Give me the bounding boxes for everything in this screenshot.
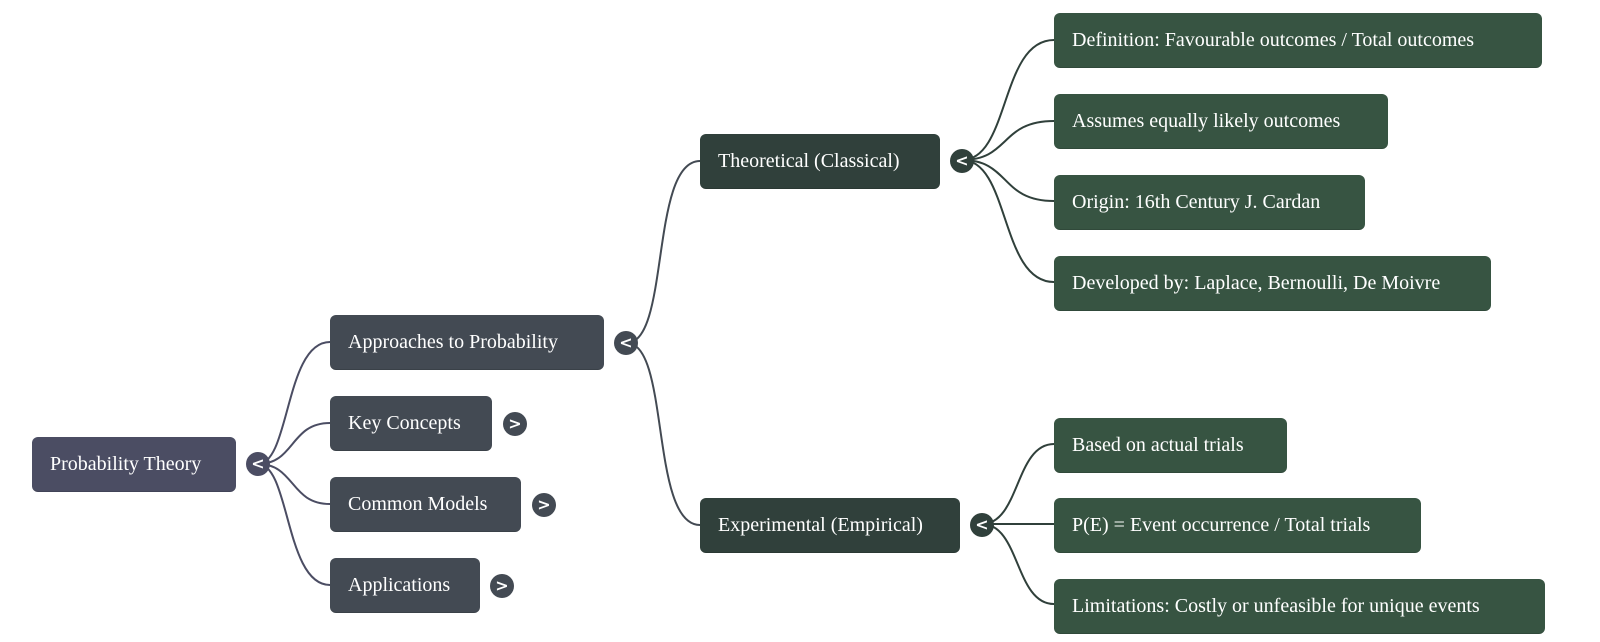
leaf-label: Limitations: Costly or unfeasible for un… [1072,595,1480,617]
edge-theoretical-assumes [961,120,1055,161]
edge-root-applications [257,463,331,586]
leaf-origin[interactable]: Origin: 16th Century J. Cardan [1054,175,1365,230]
node-key-concepts[interactable]: Key Concepts [330,396,492,451]
node-experimental-empirical[interactable]: Experimental (Empirical) [700,498,960,553]
leaf-label: Based on actual trials [1072,434,1244,456]
leaf-based-on-trials[interactable]: Based on actual trials [1054,418,1287,473]
collapse-chevron-left-icon[interactable]: < [950,149,974,173]
node-label: Theoretical (Classical) [718,150,900,172]
leaf-pe-formula[interactable]: P(E) = Event occurrence / Total trials [1054,498,1421,553]
root-node[interactable]: Probability Theory [32,437,236,492]
node-label: Approaches to Probability [348,331,558,353]
edge-approaches-experimental [626,342,701,526]
node-label: Common Models [348,493,488,515]
leaf-developed-by[interactable]: Developed by: Laplace, Bernoulli, De Moi… [1054,256,1491,311]
node-common-models[interactable]: Common Models [330,477,521,532]
collapse-chevron-left-icon[interactable]: < [246,452,270,476]
leaf-assumes-equally-likely[interactable]: Assumes equally likely outcomes [1054,94,1388,149]
leaf-label: P(E) = Event occurrence / Total trials [1072,514,1371,536]
node-applications[interactable]: Applications [330,558,480,613]
root-node-label: Probability Theory [50,453,202,475]
leaf-limitations[interactable]: Limitations: Costly or unfeasible for un… [1054,579,1545,634]
node-label: Applications [348,574,451,596]
edge-theoretical-definition [961,39,1055,161]
collapse-chevron-left-icon[interactable]: < [970,513,994,537]
edge-experimental-based [981,443,1055,525]
leaf-label: Assumes equally likely outcomes [1072,110,1341,132]
edge-root-approaches [257,341,331,465]
leaf-label: Definition: Favourable outcomes / Total … [1072,29,1475,51]
node-approaches-to-probability[interactable]: Approaches to Probability [330,315,604,370]
node-label: Key Concepts [348,412,461,434]
edge-theoretical-origin [961,159,1055,202]
edge-approaches-theoretical [626,160,701,344]
node-label: Experimental (Empirical) [718,514,923,536]
collapse-chevron-left-icon[interactable]: < [614,331,638,355]
expand-chevron-right-icon[interactable]: > [490,574,514,598]
edge-experimental-limitations [981,523,1055,605]
leaf-label: Origin: 16th Century J. Cardan [1072,191,1321,213]
edge-theoretical-developed [961,159,1055,283]
expand-chevron-right-icon[interactable]: > [503,412,527,436]
leaf-label: Developed by: Laplace, Bernoulli, De Moi… [1072,272,1441,294]
node-theoretical-classical[interactable]: Theoretical (Classical) [700,134,940,189]
expand-chevron-right-icon[interactable]: > [532,493,556,517]
leaf-definition[interactable]: Definition: Favourable outcomes / Total … [1054,13,1542,68]
